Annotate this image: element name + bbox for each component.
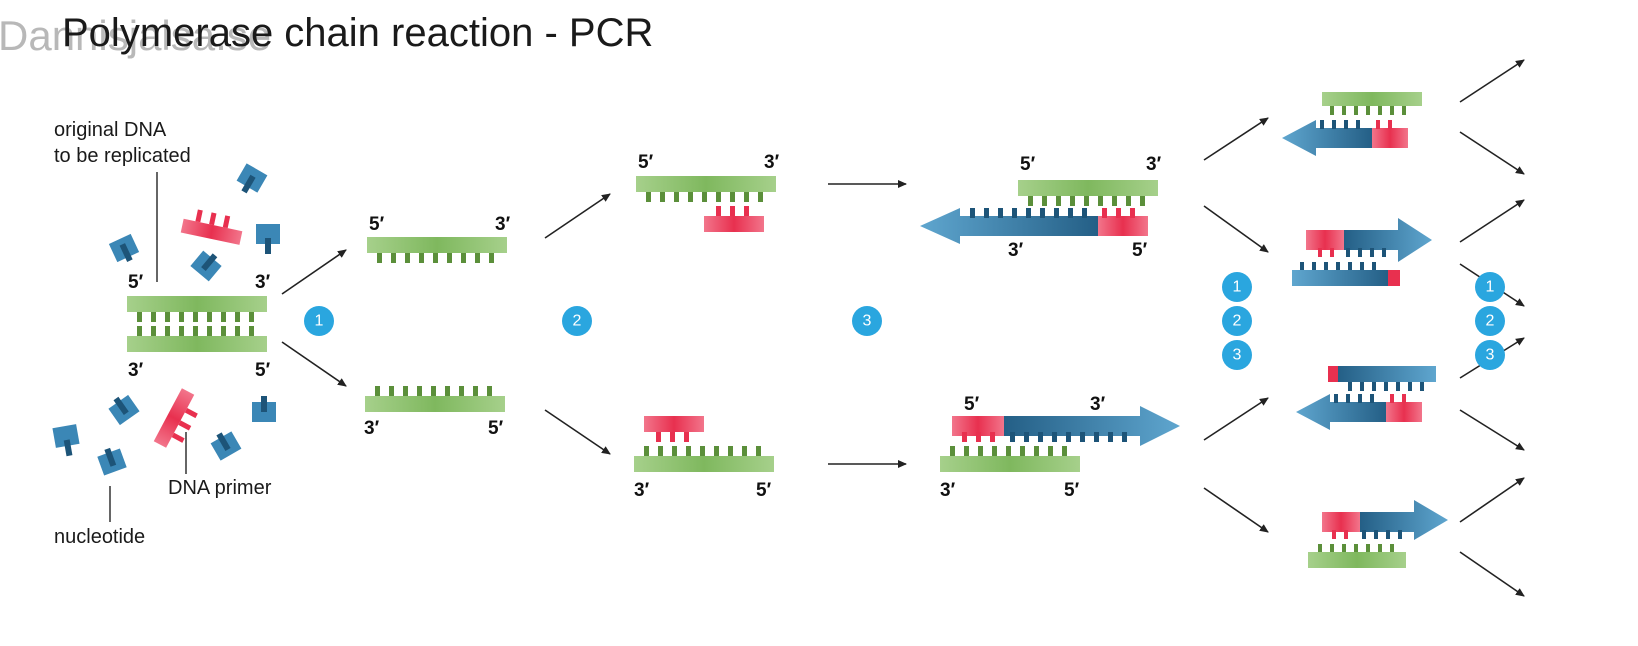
svg-text:1: 1 bbox=[1486, 279, 1495, 296]
nucleotide-icon bbox=[108, 394, 140, 426]
end-label-3: 3′ bbox=[940, 480, 956, 501]
end-label-5: 5′ bbox=[638, 152, 654, 173]
single-strand-upper bbox=[367, 237, 507, 263]
nucleotide-icon bbox=[236, 163, 268, 194]
free-nucleotides bbox=[52, 163, 280, 476]
end-label-3: 3′ bbox=[1008, 240, 1024, 261]
step-stack-right: 1 2 3 bbox=[1475, 272, 1505, 370]
extended-strand-lower bbox=[940, 406, 1180, 472]
new-strand-blue bbox=[920, 208, 1098, 244]
svg-text:1: 1 bbox=[315, 313, 324, 330]
annealed-strand-upper bbox=[636, 176, 776, 232]
end-label-5: 5′ bbox=[488, 418, 504, 439]
end-label-5: 5′ bbox=[964, 394, 980, 415]
bases-bottom bbox=[137, 326, 254, 336]
annealed-strand-lower bbox=[634, 416, 774, 472]
label-nucleotide: nucleotide bbox=[54, 526, 145, 548]
step-1-badge: 1 bbox=[304, 306, 334, 336]
arrow-cycle2-a bbox=[1203, 117, 1269, 161]
end-label-5: 5′ bbox=[756, 480, 772, 501]
strand-top bbox=[127, 296, 267, 312]
nucleotide-icon bbox=[52, 424, 80, 457]
svg-text:3: 3 bbox=[1233, 347, 1242, 364]
end-label-3-top-right: 3′ bbox=[255, 272, 271, 293]
end-label-3-bottom-left: 3′ bbox=[128, 360, 144, 381]
end-label-3: 3′ bbox=[495, 214, 511, 235]
primer-bound bbox=[704, 206, 764, 232]
end-label-3: 3′ bbox=[764, 152, 780, 173]
arrow-to-upper-strand bbox=[281, 249, 347, 295]
svg-text:1: 1 bbox=[1233, 279, 1242, 296]
nucleotide-icon bbox=[190, 250, 222, 282]
arrow-cycle2-b bbox=[1203, 205, 1269, 253]
arrow-upper-to-annealing bbox=[544, 193, 611, 239]
new-strand-blue bbox=[1004, 406, 1180, 446]
strand-bottom bbox=[127, 336, 267, 352]
svg-text:2: 2 bbox=[1233, 313, 1242, 330]
end-label-3: 3′ bbox=[1090, 394, 1106, 415]
end-label-3: 3′ bbox=[634, 480, 650, 501]
watermark: Dannisjalsa.se bbox=[0, 12, 271, 59]
bases-top bbox=[137, 312, 254, 322]
end-label-5-bottom-right: 5′ bbox=[255, 360, 271, 381]
end-label-3: 3′ bbox=[364, 418, 380, 439]
end-label-3: 3′ bbox=[1146, 154, 1162, 175]
primer-bound bbox=[644, 416, 704, 442]
arrow-to-lower-strand bbox=[281, 341, 347, 387]
arrow-cycle2-c bbox=[1203, 397, 1269, 441]
page-title: Polymerase chain reaction - PCR bbox=[62, 11, 653, 55]
product-c bbox=[1296, 366, 1436, 430]
nucleotide-icon bbox=[256, 224, 280, 254]
nucleotide-icon bbox=[252, 396, 276, 422]
end-label-5: 5′ bbox=[1132, 240, 1148, 261]
svg-text:3: 3 bbox=[1486, 347, 1495, 364]
step-stack-middle: 1 2 3 bbox=[1222, 272, 1252, 370]
arrow-lower-to-annealing bbox=[544, 409, 611, 455]
nucleotide-icon bbox=[210, 431, 242, 461]
product-d bbox=[1308, 500, 1448, 568]
product-a bbox=[1282, 92, 1422, 156]
primer-bound bbox=[1098, 208, 1148, 236]
product-b bbox=[1292, 218, 1432, 286]
label-original-dna-line2: to be replicated bbox=[54, 145, 191, 167]
arrow-cycle2-d bbox=[1203, 487, 1269, 533]
free-primer-lower bbox=[153, 388, 198, 448]
single-strand-lower bbox=[365, 386, 505, 412]
svg-text:2: 2 bbox=[573, 313, 582, 330]
end-label-5-top-left: 5′ bbox=[128, 272, 144, 293]
label-dna-primer: DNA primer bbox=[168, 477, 272, 499]
primer-bound bbox=[952, 416, 1004, 442]
nucleotide-icon bbox=[97, 447, 127, 476]
original-dna-double-strand bbox=[127, 296, 267, 352]
end-label-5: 5′ bbox=[1064, 480, 1080, 501]
label-original-dna-line1: original DNA bbox=[54, 119, 167, 141]
nucleotide-icon bbox=[108, 233, 140, 263]
svg-text:2: 2 bbox=[1486, 313, 1495, 330]
svg-text:3: 3 bbox=[863, 313, 872, 330]
step-3-badge: 3 bbox=[852, 306, 882, 336]
step-2-badge: 2 bbox=[562, 306, 592, 336]
free-primer-upper bbox=[180, 209, 243, 245]
end-label-5: 5′ bbox=[369, 214, 385, 235]
end-label-5: 5′ bbox=[1020, 154, 1036, 175]
extended-strand-upper bbox=[920, 180, 1158, 244]
